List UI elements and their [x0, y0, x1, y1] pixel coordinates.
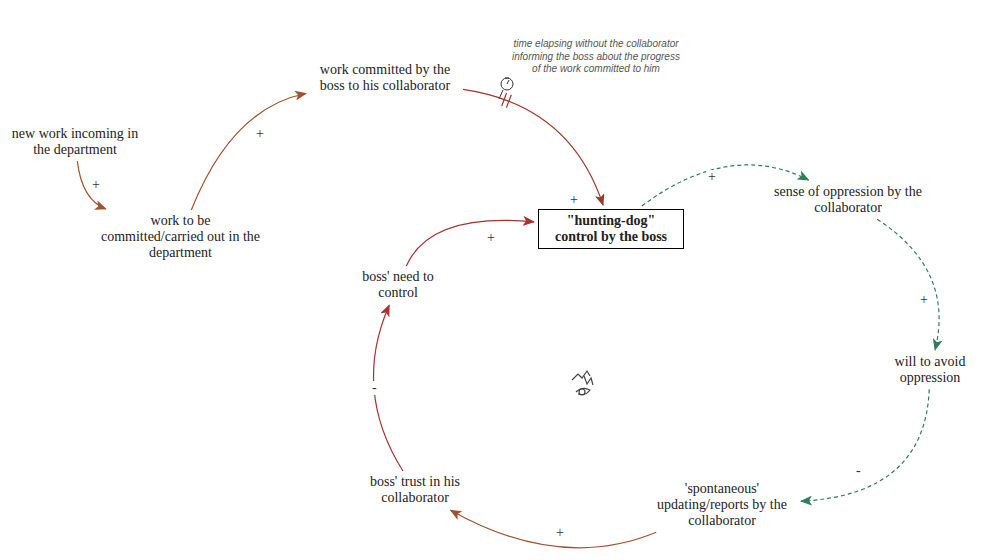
variable-text: will to avoid oppression: [884, 354, 976, 386]
variable-text: "hunting-dog" control by the boss: [544, 213, 678, 245]
polarity-sign: +: [485, 231, 497, 245]
variable-text: work to be committed/carried out in the …: [98, 213, 263, 261]
polarity-sign: +: [568, 193, 580, 207]
variable-node: boss' trust in his collaborator: [359, 474, 471, 506]
variable-text: boss' need to control: [352, 269, 444, 301]
polarity-sign: -: [854, 464, 863, 478]
polarity-sign: +: [706, 170, 718, 184]
variable-text: sense of oppression by the collaborator: [773, 184, 923, 216]
variable-box: "hunting-dog" control by the boss: [538, 209, 684, 249]
causal-link: [406, 220, 534, 266]
loop-icon: [572, 371, 593, 395]
polarity-sign: +: [254, 127, 266, 141]
variable-node: will to avoid oppression: [884, 354, 976, 386]
variable-text: 'spontaneous' updating/reports by the co…: [647, 481, 797, 529]
variable-text: boss' trust in his collaborator: [359, 474, 471, 506]
variable-node: sense of oppression by the collaborator: [773, 184, 923, 216]
polarity-sign: +: [918, 293, 930, 307]
variable-text: new work incoming in the department: [9, 126, 141, 158]
causal-link: [77, 161, 106, 209]
dashed-causal-link: [877, 219, 939, 350]
polarity-sign: -: [370, 381, 379, 395]
causal-link: [463, 89, 603, 205]
causal-link: [191, 94, 306, 210]
causal-link: [451, 510, 657, 548]
polarity-sign: +: [554, 526, 566, 540]
polarity-sign: +: [90, 178, 102, 192]
variable-node: work committed by the boss to his collab…: [310, 62, 460, 94]
delay-note: time elapsing without the collaborator i…: [510, 38, 682, 76]
delay-mark: [506, 95, 511, 108]
variable-text: work committed by the boss to his collab…: [310, 62, 460, 94]
variable-node: work to be committed/carried out in the …: [98, 213, 263, 261]
variable-node: 'spontaneous' updating/reports by the co…: [647, 481, 797, 529]
delay-mark: [502, 93, 507, 106]
variable-node: boss' need to control: [352, 269, 444, 301]
dashed-causal-link: [801, 389, 929, 501]
variable-node: new work incoming in the department: [9, 126, 141, 158]
